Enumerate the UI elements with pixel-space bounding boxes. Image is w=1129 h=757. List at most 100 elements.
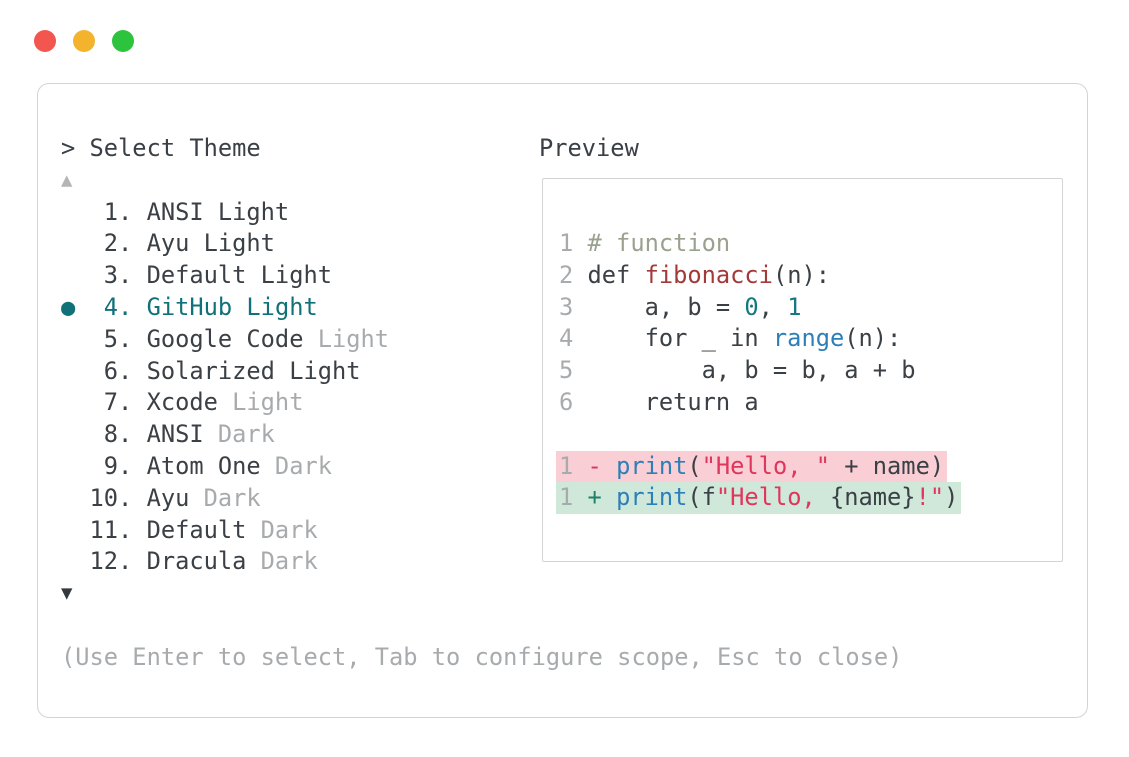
line-content: 1 + print(f"Hello, {name}!") xyxy=(556,482,962,515)
selected-bullet-icon: ● xyxy=(61,292,90,321)
theme-option-default-light[interactable]: 3. Default Light xyxy=(61,260,389,292)
line-content: 6 return a xyxy=(556,387,762,419)
item-marker xyxy=(61,261,90,289)
token-minus: - xyxy=(587,451,602,480)
theme-option-ansi-light[interactable]: 1. ANSI Light xyxy=(61,197,389,229)
token-plain: {name} xyxy=(830,483,916,512)
item-variant: Dark xyxy=(246,547,318,576)
theme-option-github-light[interactable]: ● 4. GitHub Light xyxy=(61,292,389,324)
token-str: "Hello, xyxy=(715,483,830,512)
theme-option-ayu-light[interactable]: 2. Ayu Light xyxy=(61,228,389,260)
theme-option-xcode-light[interactable]: 7. Xcode Light xyxy=(61,387,389,419)
code-line-4: 4 for _ in range(n): xyxy=(559,323,1062,355)
token-plain xyxy=(573,483,587,511)
item-marker xyxy=(61,229,90,257)
token-builtin: print xyxy=(616,483,688,512)
minimize-window-button[interactable] xyxy=(73,30,95,52)
item-name: Dracula xyxy=(146,547,247,576)
token-str: "Hello, " xyxy=(701,451,830,480)
item-variant: Dark xyxy=(260,451,332,480)
item-name: Solarized xyxy=(146,356,275,385)
diff-line-added: 1 + print(f"Hello, {name}!") xyxy=(556,482,1062,515)
preview-label: Preview xyxy=(539,134,639,162)
line-number: 1 xyxy=(559,483,574,512)
line-number: 3 xyxy=(559,292,574,321)
theme-option-ansi-dark[interactable]: 8. ANSI Dark xyxy=(61,419,389,451)
item-variant: Dark xyxy=(203,420,275,449)
close-window-button[interactable] xyxy=(34,30,56,52)
line-number: 2 xyxy=(559,260,574,289)
theme-option-google-code-light[interactable]: 5. Google Code Light xyxy=(61,324,389,356)
token-builtin: range xyxy=(772,324,845,353)
line-number: 5 xyxy=(559,356,574,385)
window-controls xyxy=(34,30,134,52)
item-variant: Dark xyxy=(189,483,261,512)
token-plain: a, b = b, a + b xyxy=(573,356,916,385)
token-plain: ) xyxy=(944,483,959,512)
token-num: 0 xyxy=(744,292,759,321)
theme-option-atom-one-dark[interactable]: 9. Atom One Dark xyxy=(61,451,389,483)
line-number: 4 xyxy=(559,324,574,353)
item-marker xyxy=(61,452,90,480)
line-content: 1 - print("Hello, " + name) xyxy=(556,450,948,483)
item-number: 8. xyxy=(89,420,147,449)
item-marker xyxy=(61,516,90,544)
token-plain: return a xyxy=(573,387,759,416)
token-plain xyxy=(602,452,616,480)
theme-option-solarized-light[interactable]: 6. Solarized Light xyxy=(61,356,389,388)
item-number: 10. xyxy=(89,483,147,512)
token-num: 1 xyxy=(787,292,802,321)
keyboard-hints: (Use Enter to select, Tab to configure s… xyxy=(61,643,903,671)
line-number: 1 xyxy=(559,451,574,480)
item-variant: Light xyxy=(303,324,390,353)
token-plain: , xyxy=(758,292,788,321)
token-plain: + name) xyxy=(830,451,945,480)
item-number: 7. xyxy=(89,388,147,417)
token-plain: (f xyxy=(687,483,716,512)
code-line-blank xyxy=(559,419,1062,451)
scroll-down-icon[interactable]: ▼ xyxy=(61,582,73,605)
item-number: 3. xyxy=(89,261,147,290)
item-marker xyxy=(61,198,90,226)
token-plain: a, b = xyxy=(573,292,745,321)
item-name: Default xyxy=(146,515,247,544)
line-content: 1 # function xyxy=(556,228,733,260)
theme-option-ayu-dark[interactable]: 10. Ayu Dark xyxy=(61,483,389,515)
line-content: 4 for _ in range(n): xyxy=(556,323,904,355)
item-marker xyxy=(61,484,90,512)
line-number: 6 xyxy=(559,387,574,416)
theme-option-dracula-dark[interactable]: 12. Dracula Dark xyxy=(61,546,389,578)
code-line-5: 5 a, b = b, a + b xyxy=(559,355,1062,387)
item-name: ANSI xyxy=(146,197,204,226)
item-variant: Light xyxy=(232,292,318,321)
item-variant: Light xyxy=(246,261,332,290)
item-number: 6. xyxy=(89,356,147,385)
item-marker xyxy=(61,420,90,448)
item-number: 5. xyxy=(89,324,147,353)
item-variant: Dark xyxy=(246,515,318,544)
item-variant: Light xyxy=(274,356,361,385)
token-plain: for _ in xyxy=(573,324,773,353)
zoom-window-button[interactable] xyxy=(112,30,134,52)
item-number: 12. xyxy=(89,547,147,576)
picker-title: > Select Theme xyxy=(61,134,261,162)
code-line-3: 3 a, b = 0, 1 xyxy=(559,292,1062,324)
item-number: 4. xyxy=(89,292,147,321)
item-variant: Light xyxy=(217,388,304,417)
code-line-2: 2 def fibonacci(n): xyxy=(559,260,1062,292)
theme-option-default-dark[interactable]: 11. Default Dark xyxy=(61,515,389,547)
item-variant: Light xyxy=(203,197,290,226)
theme-options: 1. ANSI Light 2. Ayu Light 3. Default Li… xyxy=(61,197,389,579)
token-plain xyxy=(602,483,616,511)
item-name: ANSI xyxy=(146,420,204,449)
token-func: fibonacci xyxy=(644,260,773,289)
item-name: Atom One xyxy=(146,451,261,480)
item-variant: Light xyxy=(189,229,275,258)
code-line-6: 6 return a xyxy=(559,387,1062,419)
scroll-up-icon[interactable]: ▲ xyxy=(61,168,73,191)
line-content: 2 def fibonacci(n): xyxy=(556,260,833,292)
item-name: GitHub xyxy=(146,292,233,321)
item-number: 1. xyxy=(89,197,147,226)
